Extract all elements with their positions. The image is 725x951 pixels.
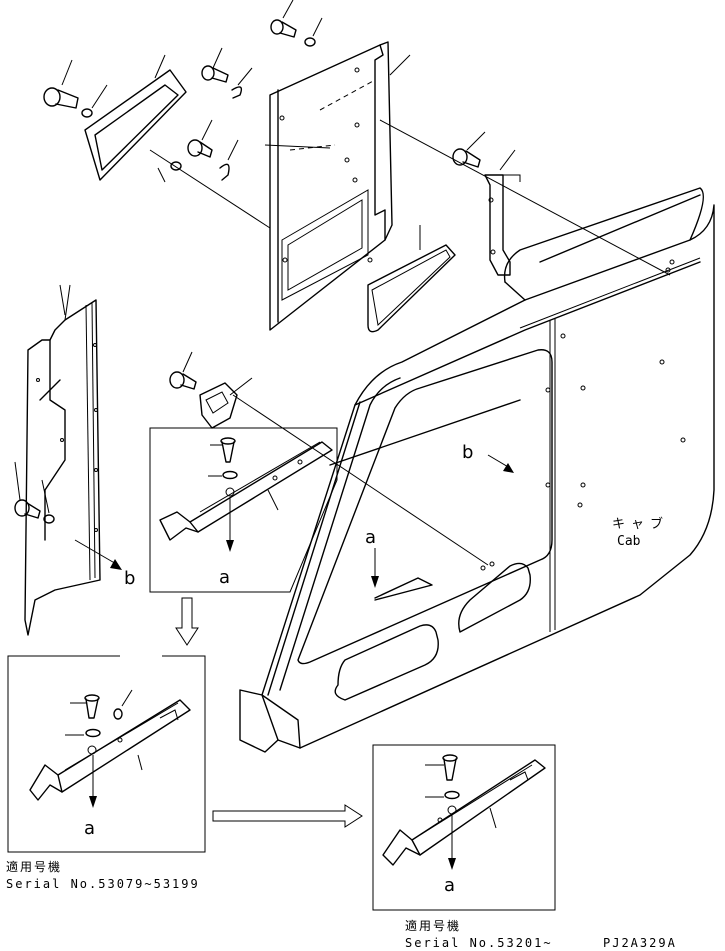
cab-label-jp: キャブ	[612, 516, 669, 532]
point-a-label-middle-detail: a	[219, 567, 230, 588]
bolts-and-washers	[14, 19, 481, 524]
serial-block-2-title: 適用号機	[405, 918, 461, 933]
upper-cover-plate	[269, 41, 393, 331]
flow-arrow-down	[175, 597, 199, 646]
leader-lines	[14, 0, 671, 566]
cab-body	[239, 187, 715, 753]
mounting-bracket	[484, 174, 521, 276]
gasket-frame	[84, 69, 271, 229]
detail-box-middle	[149, 427, 338, 593]
figure-code: PJ2A329A	[603, 936, 677, 950]
detail-box-lower-left	[7, 654, 206, 853]
point-a-label-cab: a	[365, 527, 376, 548]
point-b-label-panel: b	[124, 568, 135, 589]
serial-block-2-range: Serial No.53201~	[405, 936, 553, 950]
view-arrows	[74, 454, 514, 588]
point-b-label-cab: b	[462, 442, 473, 463]
serial-block-1-range: Serial No.53079~53199	[6, 877, 200, 891]
cover-seal	[367, 244, 456, 333]
flow-arrow-right	[212, 804, 363, 828]
detail-box-lower-right	[372, 744, 556, 911]
serial-block-1-title: 適用号機	[6, 859, 62, 874]
left-cover-panel	[24, 284, 101, 636]
cab-label-en: Cab	[617, 534, 641, 549]
point-a-label-lower-left-detail: a	[84, 818, 95, 839]
point-a-label-lower-right-detail: a	[444, 875, 455, 896]
